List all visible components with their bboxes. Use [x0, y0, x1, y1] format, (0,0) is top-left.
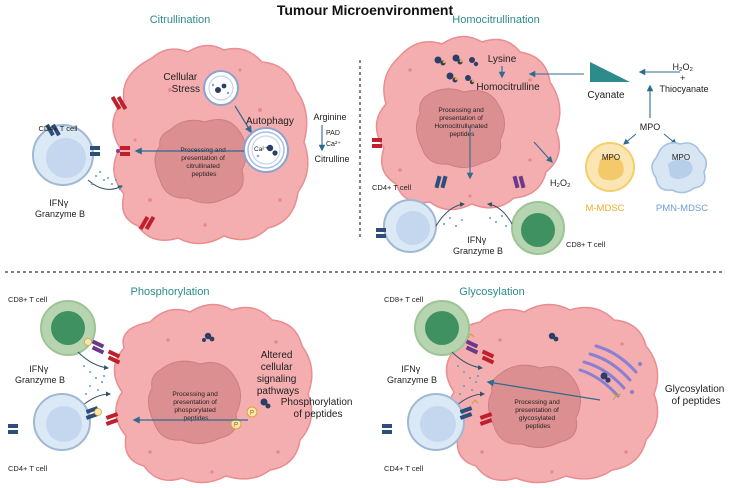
cyanate-label: Cyanate [587, 90, 625, 101]
mhc-receptor-icon [434, 175, 448, 189]
lysine-label: Lysine [488, 54, 517, 65]
phosphorylation-panel: Phosphorylation Processing and presentat… [8, 286, 356, 484]
cd8-t-cell-label: CD8+ T cell [566, 240, 605, 249]
cytokine-dots [457, 365, 479, 395]
phosphorylation-outcome-label: Phosphorylation of peptides [281, 397, 356, 420]
autophagy-calcium-label: Ca²⁺ [254, 146, 268, 153]
cd8-t-cell [414, 300, 479, 356]
m-mdsc-label: M-MDSC [585, 203, 624, 214]
effector-molecules-label: IFNγ Granzyme B [15, 364, 65, 385]
glycosylation-heading: Glycosylation [459, 286, 524, 298]
protein-cluster-icon [434, 54, 479, 85]
mhc-receptor-icon [479, 412, 493, 426]
mhc-receptor-icon [512, 175, 526, 189]
mhc-receptor-icon [110, 95, 128, 111]
cd4-t-cell-label: CD4+ T cell [384, 464, 423, 473]
tumour-nucleus [154, 119, 247, 204]
autophagy-label: Autophagy [246, 116, 294, 127]
pad-label: PAD [326, 130, 340, 137]
cd4-t-cell [8, 393, 102, 451]
pad-calcium-label: Ca²⁺ [326, 141, 341, 148]
h2o2-thiocyanate-label: H₂O₂ + Thiocyanate [659, 62, 708, 94]
homocitrulline-label: Homocitrulline [476, 82, 540, 93]
cd4-t-cell [382, 393, 479, 451]
cd4-t-cell [32, 123, 100, 186]
mpo-pmn-label: MPO [672, 153, 690, 162]
cytokine-dots [443, 215, 507, 227]
effector-molecules-label: IFNγ Granzyme B [453, 235, 503, 256]
cd8-t-cell-label: CD8+ T cell [8, 295, 47, 304]
homocitrullination-panel: Homocitrullination Processing and presen… [372, 14, 709, 256]
golgi-apparatus-icon [578, 344, 642, 398]
cyanate-triangle-icon [590, 62, 630, 82]
glycosylation-outcome-label: Glycosylation of peptides [665, 384, 727, 407]
cd4-t-cell [376, 199, 437, 253]
mpo-label: MPO [640, 122, 661, 132]
phospho-badge: P [250, 411, 254, 417]
homocitrullination-heading: Homocitrullination [452, 14, 539, 26]
h2o2-label: H₂O₂ [550, 178, 571, 188]
cd4-t-cell-label: CD4+ T cell [372, 183, 411, 192]
tumour-nucleus [416, 88, 505, 168]
pmn-mdsc-label: PMN-MDSC [656, 203, 708, 214]
mhc-receptor-icon [481, 349, 495, 365]
mhc-receptor-icon [138, 215, 156, 231]
glycosylation-panel: Glycosylation Processing and presentatio… [382, 286, 727, 484]
citrullination-heading: Citrullination [150, 14, 211, 26]
mpo-mmdsc-label: MPO [602, 153, 620, 162]
pmn-mdsc-cell [651, 142, 708, 194]
stress-vesicle-icon [203, 70, 239, 106]
citrullination-panel: Citrullination Processing and presentati… [32, 14, 350, 245]
effector-molecules-label: IFNγ Granzyme B [35, 198, 85, 219]
tumour-nucleus [148, 360, 241, 444]
effector-molecules-label: IFNγ Granzyme B [387, 364, 437, 385]
m-mdsc-cell [585, 142, 635, 192]
cd8-t-cell [40, 300, 105, 356]
mhc-receptor-icon [105, 412, 119, 426]
cd8-t-cell-label: CD8+ T cell [384, 295, 423, 304]
phosphorylation-heading: Phosphorylation [131, 286, 210, 298]
phospho-badge: P [234, 423, 238, 429]
glycosylation-processing-text: Processing and presentation of glycosyla… [514, 399, 561, 430]
phospho-protein-icon [230, 398, 271, 430]
autophagosome-icon [243, 127, 289, 173]
protein-icon [548, 332, 611, 383]
phosphorylation-processing-text: Processing and presentation of phosporyl… [172, 391, 219, 422]
figure-title: Tumour Microenvironment [277, 2, 454, 18]
citrulline-label: Citrulline [314, 154, 349, 164]
cytokine-dots [83, 365, 105, 395]
mhc-receptor-icon [107, 349, 121, 365]
altered-pathways-label: Altered cellular signaling pathways [257, 350, 299, 397]
mhc-receptor-icon [116, 146, 130, 156]
cellular-stress-label: Cellular Stress [163, 72, 200, 95]
cd8-t-cell [511, 201, 565, 255]
cd4-t-cell-label: CD4+ T cell [38, 124, 77, 133]
arginine-label: Arginine [313, 112, 346, 122]
mhc-receptor-icon [372, 138, 382, 148]
cytokine-dots [91, 171, 121, 189]
homocitrullination-processing-text: Processing and presentation of Homocitru… [435, 107, 490, 138]
cd4-t-cell-label: CD4+ T cell [8, 464, 47, 473]
protein-icon [202, 332, 215, 342]
